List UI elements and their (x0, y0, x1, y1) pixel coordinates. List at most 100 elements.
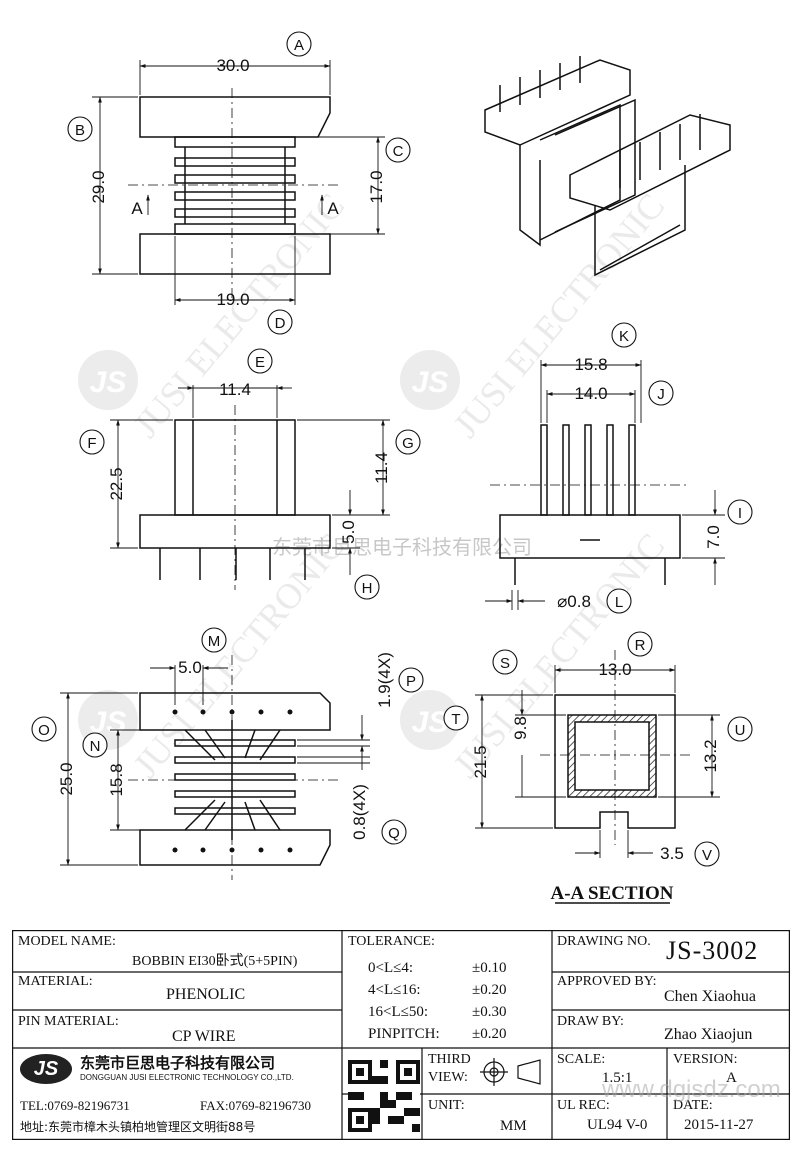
section-view-dims (475, 665, 720, 904)
dim-j-value: 14.0 (574, 384, 607, 403)
approved-by: Chen Xiaohua (664, 988, 756, 1005)
watermark-logo-1: JS (78, 350, 138, 410)
company-fax: FAX:0769-82196730 (200, 1098, 311, 1113)
callout-a: A (286, 31, 312, 57)
callout-q: Q (381, 819, 407, 845)
tolerance-value-2: ±0.20 (472, 982, 507, 998)
svg-text:J: J (657, 386, 665, 403)
dim-q-value: 0.8(4X) (350, 784, 369, 840)
side-view (139, 405, 331, 590)
projection-label-2: VIEW: (428, 1070, 468, 1085)
dim-p-value: 1.9(4X) (375, 652, 394, 708)
dim-k-value: 15.8 (574, 355, 607, 374)
svg-text:A: A (294, 37, 304, 54)
dim-t-value: 21.5 (471, 745, 490, 778)
dim-l-value: ⌀0.8 (557, 592, 591, 611)
material: PHENOLIC (166, 986, 246, 1003)
title-block-grid (12, 930, 790, 1140)
version-value: A (726, 1070, 737, 1086)
draw-by: Zhao Xiaojun (664, 1026, 753, 1043)
material-label: MATERIAL: (18, 974, 93, 989)
svg-text:K: K (619, 328, 629, 345)
dim-i-value: 7.0 (704, 525, 723, 549)
svg-text:V: V (702, 847, 712, 864)
callout-t: T (443, 705, 469, 731)
callout-c: C (385, 137, 411, 163)
tolerance-range-4: PINPITCH: (368, 1026, 440, 1042)
tolerance-value-4: ±0.20 (472, 1026, 507, 1042)
side-view-dims (110, 385, 390, 575)
svg-text:D: D (275, 315, 286, 332)
section-marker-right: A (327, 199, 339, 218)
bottom-view-pins (172, 709, 293, 853)
qr-code (348, 1060, 420, 1132)
svg-text:N: N (90, 738, 101, 755)
dim-d-value: 19.0 (216, 290, 249, 309)
dim-m-value: 5.0 (178, 658, 202, 677)
drawing-no-label: DRAWING NO. (557, 934, 651, 949)
scale-label: SCALE: (557, 1052, 606, 1067)
section-view (540, 650, 690, 845)
callout-h: H (354, 574, 380, 600)
tolerance-value-3: ±0.30 (472, 1004, 507, 1020)
dim-a-value: 30.0 (216, 56, 249, 75)
title-block: MODEL NAME: BOBBIN EI30卧式(5+5PIN) MATERI… (12, 930, 790, 1140)
callout-i: I (727, 499, 753, 525)
date-label: DATE: (673, 1098, 713, 1113)
dim-o-value: 25.0 (57, 762, 76, 795)
tolerance-range-3: 16<L≤50: (368, 1004, 429, 1020)
svg-text:I: I (738, 505, 742, 522)
callout-p: P (398, 667, 424, 693)
bottom-view (128, 655, 342, 880)
front-view-dims (485, 360, 725, 610)
dim-u-value: 13.2 (701, 739, 720, 772)
dim-r-value: 13.0 (598, 660, 631, 679)
company-logo: JS (20, 1054, 72, 1084)
dim-v-value: 3.5 (660, 844, 684, 863)
tolerance-value-1: ±0.10 (472, 960, 507, 976)
callout-s: S (492, 649, 518, 675)
svg-text:E: E (255, 354, 265, 371)
watermark-company-cn: 东莞市巨思电子科技有限公司 (272, 535, 532, 559)
watermark-logo-text-2: JS (412, 366, 449, 399)
version-label: VERSION: (673, 1052, 738, 1067)
svg-text:U: U (735, 722, 746, 739)
unit-label: UNIT: (428, 1098, 465, 1113)
callout-f: F (79, 429, 105, 455)
svg-text:P: P (406, 673, 416, 690)
projection-label-1: THIRD (428, 1052, 471, 1067)
svg-text:R: R (635, 637, 646, 654)
callout-u: U (727, 716, 753, 742)
callout-v: V (694, 841, 720, 867)
technical-drawing: JS JS JS JS JUSI ELECTRONIC JUSI ELECTRO… (31, 31, 753, 904)
tolerance-range-2: 4<L≤16: (368, 982, 421, 998)
callout-j: J (648, 380, 674, 406)
watermark-logo-3: JS (78, 690, 138, 750)
scale-value: 1.5:1 (602, 1070, 633, 1086)
bottom-view-dims (60, 665, 370, 866)
company-name-cn: 东莞市巨思电子科技有限公司 (80, 1054, 276, 1072)
svg-text:S: S (500, 655, 510, 672)
callout-e: E (247, 348, 273, 374)
svg-text:G: G (402, 435, 414, 452)
model-name: BOBBIN EI30卧式(5+5PIN) (132, 954, 298, 969)
tolerance-label: TOLERANCE: (348, 934, 435, 949)
model-name-label: MODEL NAME: (18, 934, 116, 949)
callout-g: G (395, 429, 421, 455)
svg-text:H: H (362, 580, 373, 597)
section-title: A-A SECTION (551, 883, 674, 904)
company-tel: TEL:0769-82196731 (20, 1098, 130, 1113)
ul-rec-value: UL94 V-0 (587, 1117, 648, 1133)
watermark-logo-text-4: JS (412, 706, 449, 739)
svg-text:Q: Q (388, 825, 400, 842)
watermark-logo-2: JS (400, 350, 460, 410)
dim-n-value: 15.8 (107, 763, 126, 796)
svg-text:O: O (38, 722, 50, 739)
callout-b: B (67, 116, 93, 142)
watermark-brand-2: JUSI ELECTRONIC (445, 186, 672, 445)
callout-o: O (31, 716, 57, 742)
date-value: 2015-11-27 (684, 1117, 754, 1133)
drawing-no: JS-3002 (666, 936, 759, 965)
svg-text:M: M (208, 633, 221, 650)
